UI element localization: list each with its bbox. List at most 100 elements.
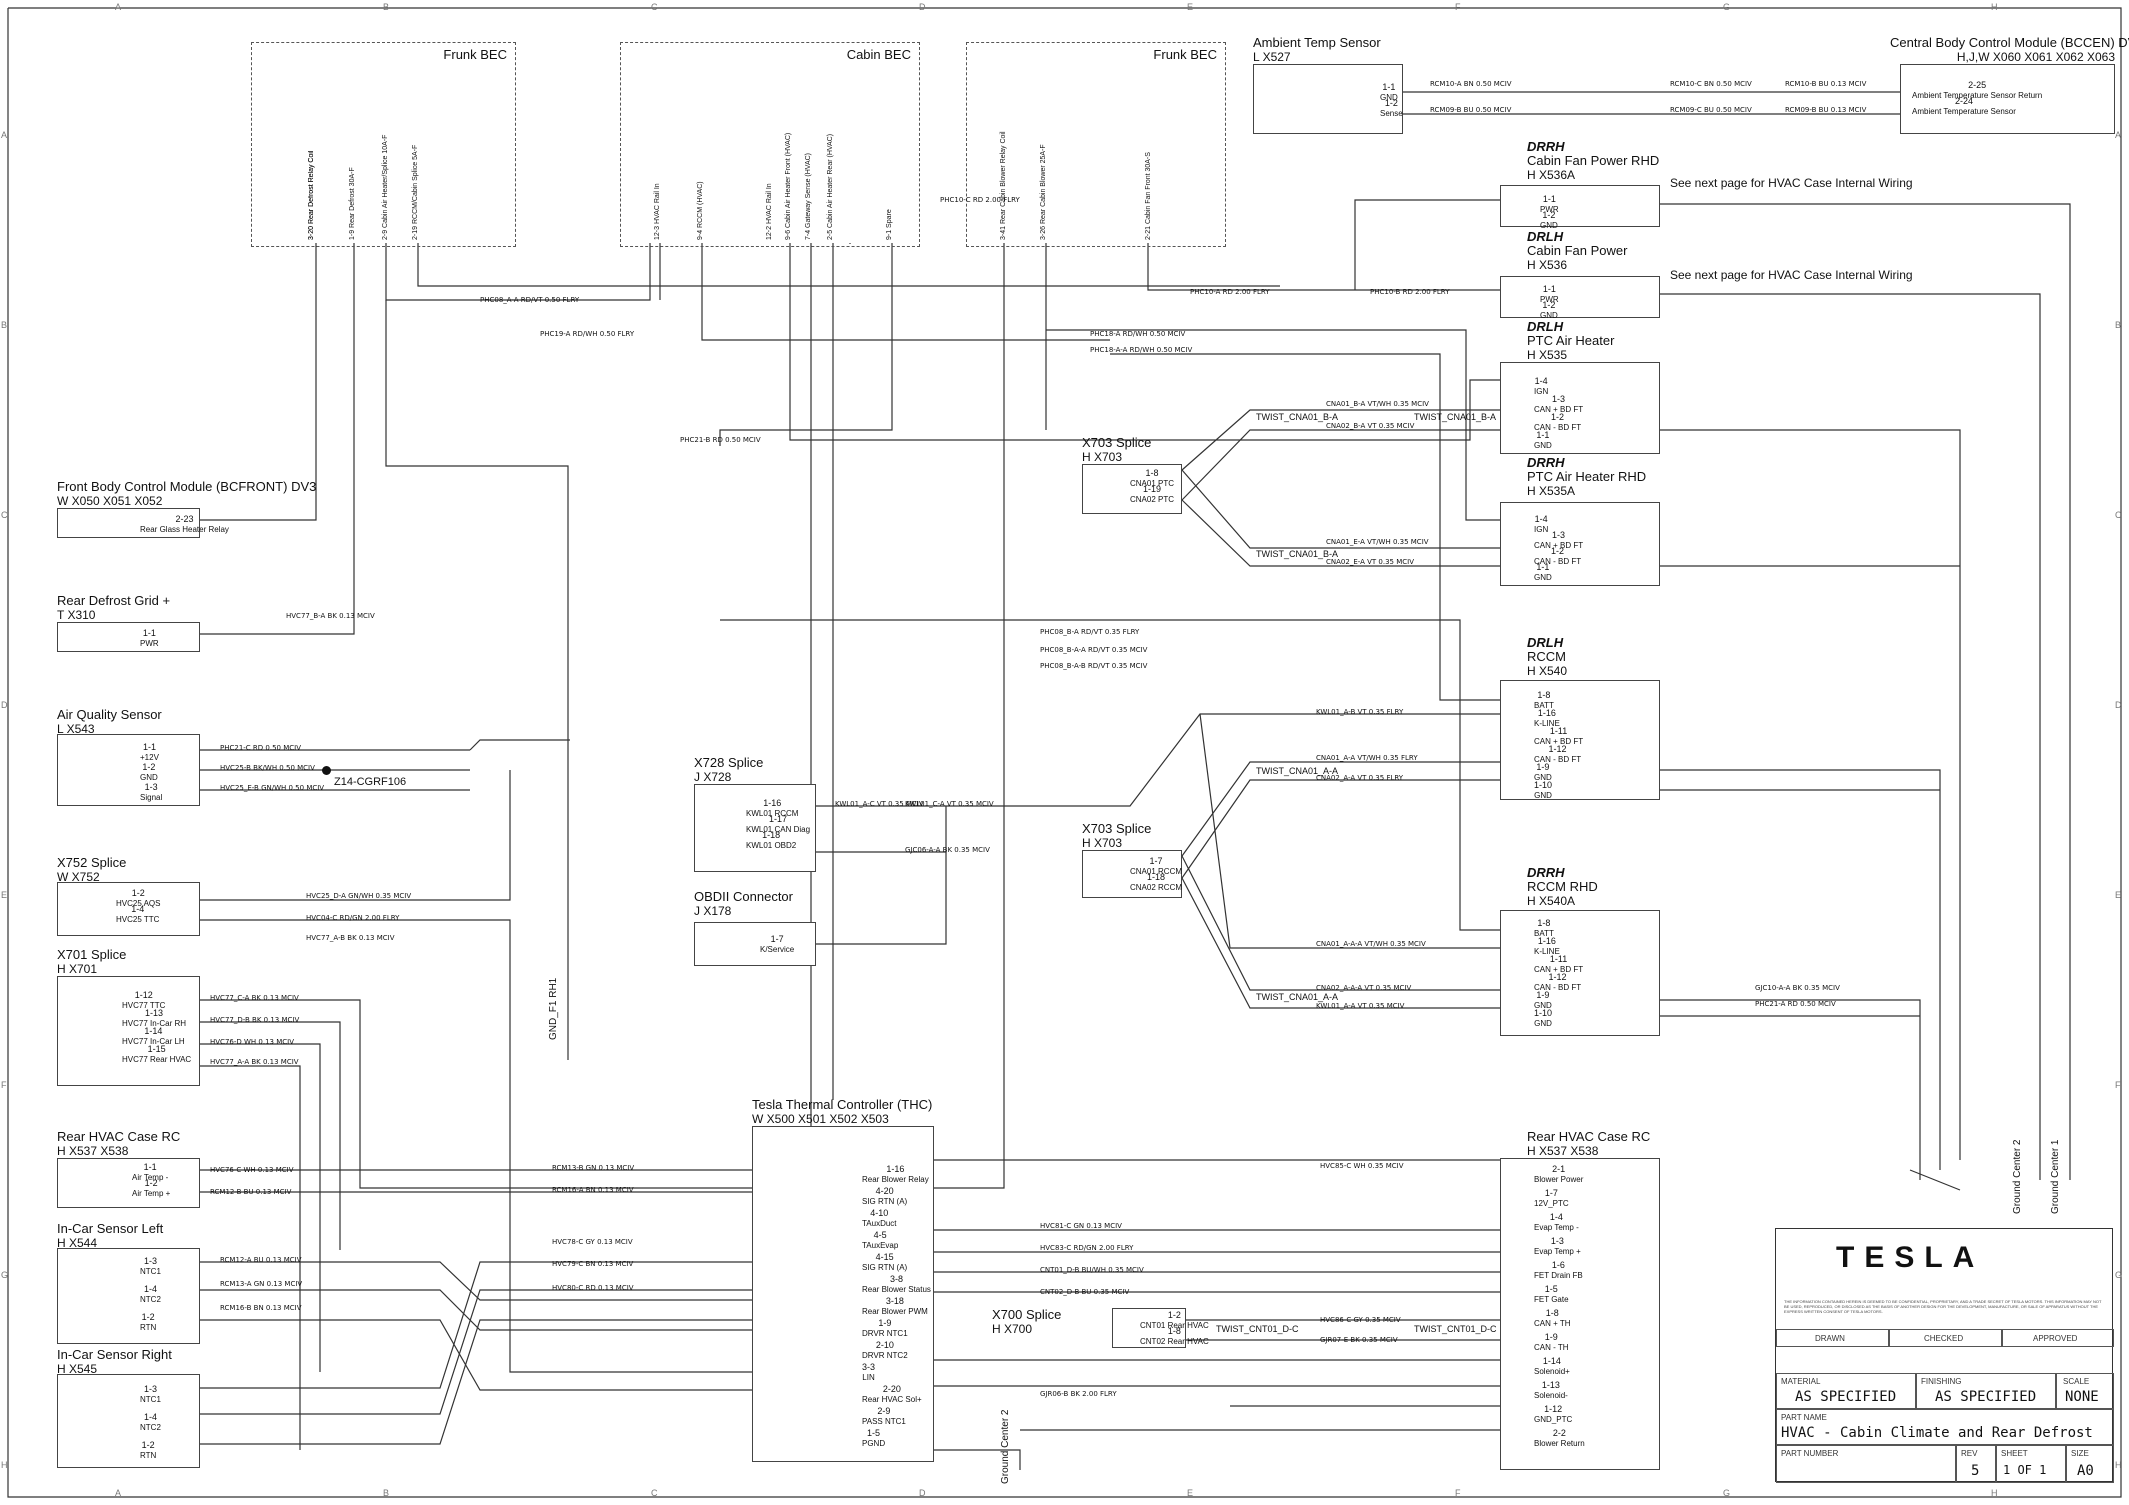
wire-route xyxy=(1660,203,2071,1180)
wire-route xyxy=(200,243,355,635)
x703b-header: X703 Splice H X703 xyxy=(1082,821,1152,851)
wire-route xyxy=(816,713,1500,807)
thc-box xyxy=(752,1126,934,1462)
fuse-label: 3-26 Rear Cabin Blower 25A-F xyxy=(1040,144,1047,240)
zone-column-marker: G xyxy=(1723,1488,1731,1498)
wire-route xyxy=(1181,499,1500,567)
wire-label: HVC04-C RD/GN 2.00 FLRY xyxy=(306,914,400,922)
rev-cell: REV 5 xyxy=(1956,1445,1996,1483)
wire-route xyxy=(1199,713,1500,949)
fuse-label: 2-5 Cabin Air Heater Rear (HVAC) xyxy=(827,133,834,240)
scale-cell: SCALE NONE xyxy=(2056,1373,2114,1409)
wire-label: PHC21-B RD 0.50 MCIV xyxy=(680,436,761,444)
wire-route xyxy=(816,852,947,945)
wire-label: CNA02_B-A VT 0.35 MCIV xyxy=(1326,422,1415,430)
wire-route xyxy=(719,243,893,446)
wire-label: RCM12-A BU 0.13 MCIV xyxy=(220,1256,302,1264)
wire-route xyxy=(200,1319,752,1391)
wire-label: PHC10-C RD 2.00 FLRY xyxy=(940,196,1020,204)
wire-label: RCM13-B GN 0.13 MCIV xyxy=(552,1164,635,1172)
wire-label: PHC18-A-A RD/WH 0.50 MCIV xyxy=(1090,346,1193,354)
twist-label: TWIST_CNT01_D-C xyxy=(1414,1324,1497,1334)
zone-row-marker: H xyxy=(1,1460,8,1470)
wire-label: HVC25_E-B GN/WH 0.50 MCIV xyxy=(220,784,325,792)
ground-label: Ground Center 1 xyxy=(2050,1139,2061,1215)
wire-label: CNT01_D-B BU/WH 0.35 MCIV xyxy=(1040,1266,1144,1274)
wire-route xyxy=(200,243,317,521)
zone-row-marker: C xyxy=(1,510,8,520)
zone-row-marker: G xyxy=(1,1270,9,1280)
ambient-temp-sensor-header: Ambient Temp Sensor L X527 xyxy=(1253,35,1381,65)
wire-label: CNA02_A-A VT 0.35 FLRY xyxy=(1316,774,1404,782)
x701-header: X701 Splice H X701 xyxy=(57,947,127,977)
wire-label: RCM09-B BU 0.13 MCIV xyxy=(1785,106,1867,114)
fuse-label: 3-41 Rear Cabin Blower Relay Coil xyxy=(1000,131,1007,240)
wire-label: GJR06-B BK 2.00 FLRY xyxy=(1040,1390,1117,1398)
wire-label: RCM09-C BU 0.50 MCIV xyxy=(1670,106,1752,114)
zone-column-marker: C xyxy=(651,1488,658,1498)
x728-box xyxy=(694,784,816,872)
wire-label: PHC08_B-A-B RD/VT 0.35 MCIV xyxy=(1040,662,1148,670)
zone-column-marker: B xyxy=(383,2,390,12)
checked-cell: CHECKED xyxy=(1889,1329,2002,1347)
zone-row-marker: B xyxy=(2115,320,2122,330)
wire-label: GJR07-E BK 0.35 MCIV xyxy=(1320,1336,1398,1344)
fuse-label: 2-19 RCCM/Cabin Splice 5A-F xyxy=(412,144,419,240)
zone-column-marker: F xyxy=(1455,2,1461,12)
rccm-rhd-box xyxy=(1500,910,1660,1036)
cabin-fan-rhd-box xyxy=(1500,185,1660,227)
incar-left-box xyxy=(57,1248,200,1344)
wire-label: KWL01_A-C VT 0.35 MCIV xyxy=(835,800,924,808)
splice-label: Z14-CGRF106 xyxy=(334,776,407,788)
sheet-border xyxy=(7,7,2122,1498)
twist-label: TWIST_CNA01_B-A xyxy=(1256,412,1339,422)
splice-dot xyxy=(322,766,331,775)
ptc-heater-header: DRLH PTC Air Heater H X535 xyxy=(1527,319,1615,363)
zone-row-marker: D xyxy=(1,700,8,710)
wire-route xyxy=(1660,769,1941,1170)
rear-hvac-rc-right-box xyxy=(1500,1158,1660,1470)
wire-label: PHC08_B-A RD/VT 0.35 FLRY xyxy=(1040,628,1140,636)
wire-route xyxy=(200,770,511,901)
wire-route xyxy=(934,243,1005,1189)
zone-column-marker: D xyxy=(919,1488,926,1498)
fuse-label: 7-4 Gateway Sense (HVAC) xyxy=(805,152,812,240)
sheet-cell: SHEET 1 OF 1 xyxy=(1996,1445,2066,1483)
wire-label: CNA01_A-A-A VT/WH 0.35 MCIV xyxy=(1316,940,1426,948)
wire-label: PHC21-A RD 0.50 MCIV xyxy=(1755,1000,1836,1008)
wire-route xyxy=(200,1261,752,1389)
wire-label: HVC79-C BN 0.13 MCIV xyxy=(552,1260,634,1268)
wire-label: PHC10-A RD 2.00 FLRY xyxy=(1190,288,1270,296)
